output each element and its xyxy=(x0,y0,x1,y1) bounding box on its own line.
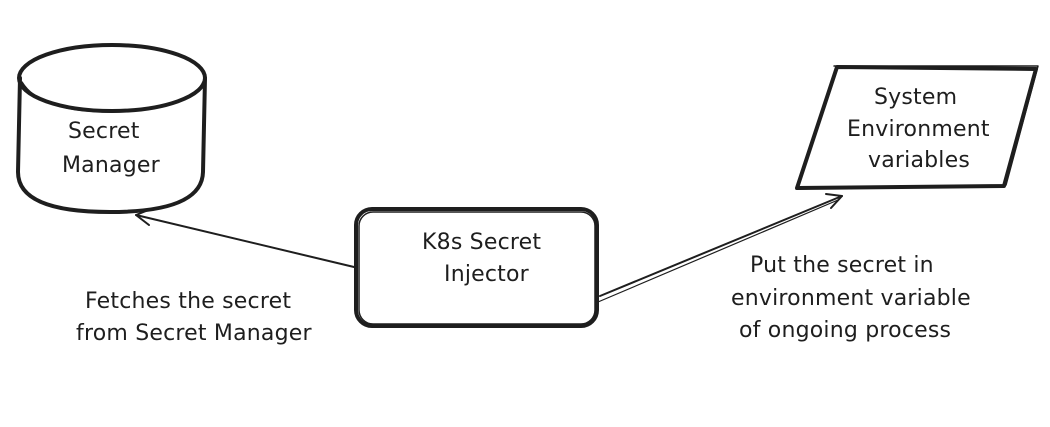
env-vars-label-line-3: variables xyxy=(868,148,970,173)
fetch-edge: Fetches the secret from Secret Manager xyxy=(76,208,355,346)
put-label-line-2: environment variable xyxy=(731,286,971,311)
injector-node: K8s Secret Injector xyxy=(354,207,599,328)
injector-box xyxy=(354,207,599,328)
put-arrowhead xyxy=(825,193,843,209)
injector-label-line-1: K8s Secret xyxy=(422,230,541,255)
put-arrow-line xyxy=(599,195,843,297)
fetch-label-line-1: Fetches the secret xyxy=(85,289,291,314)
env-vars-label-line-1: System xyxy=(874,85,957,110)
put-label-line-3: of ongoing process xyxy=(739,318,951,343)
put-arrow-line-sketch xyxy=(597,199,839,303)
secret-manager-label-line-2: Manager xyxy=(62,153,161,178)
secret-manager-cylinder-top-sketch xyxy=(21,81,204,113)
secret-manager-label-line-1: Secret xyxy=(68,119,140,144)
injector-box-sketch xyxy=(358,211,596,325)
secret-manager-cylinder-top xyxy=(17,43,207,113)
env-vars-label-line-2: Environment xyxy=(847,117,990,142)
env-vars-parallelogram xyxy=(795,65,1038,190)
put-edge: Put the secret in environment variable o… xyxy=(597,193,971,343)
secret-manager-cylinder-body xyxy=(16,76,207,214)
secret-manager-node: Secret Manager xyxy=(16,43,207,214)
put-label-line-1: Put the secret in xyxy=(750,253,934,278)
fetch-arrow-line xyxy=(135,214,355,268)
env-vars-node: System Environment variables xyxy=(795,65,1039,190)
injector-label-line-2: Injector xyxy=(444,262,530,287)
fetch-arrowhead xyxy=(135,208,152,226)
fetch-label-line-2: from Secret Manager xyxy=(76,321,312,346)
env-vars-parallelogram-sketch xyxy=(795,65,1039,190)
